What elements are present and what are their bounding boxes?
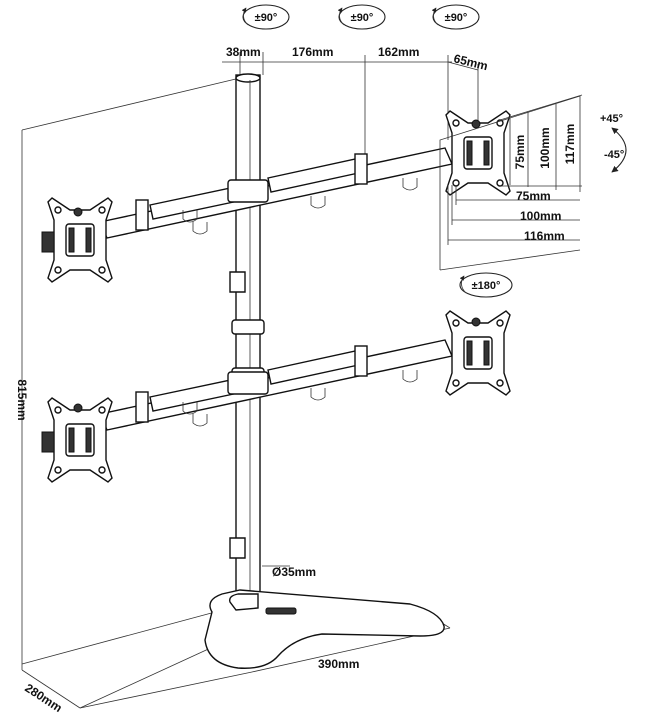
screw-upper-left <box>73 207 83 217</box>
dim-vesa-100-vertical: 100mm <box>538 127 552 168</box>
screw-upper-right <box>471 119 481 129</box>
rotation-label-left: ±90° <box>241 4 290 30</box>
dim-vesa-75-vertical: 75mm <box>513 135 527 170</box>
pole <box>229 73 265 611</box>
rotation-middle-text: ±90° <box>351 12 374 24</box>
dim-vesa-100-horizontal: 100mm <box>520 209 561 223</box>
dim-vesa-116-horizontal: 116mm <box>524 229 565 243</box>
dim-height: 815mm <box>15 379 29 420</box>
tilt-knob-lower-left <box>41 431 55 453</box>
rotation-label-right: ±90° <box>431 4 480 30</box>
rotation-right-text: ±90° <box>445 12 468 24</box>
dim-vesa-117-vertical: 117mm <box>563 124 577 165</box>
rotation-label-swivel: ±180° <box>459 272 513 298</box>
vesa-dimension-box <box>439 94 583 271</box>
dim-base-depth: 280mm <box>22 681 64 715</box>
dim-arm1: 176mm <box>292 45 333 59</box>
rotation-left-text: ±90° <box>255 12 278 24</box>
rotation-swivel-text: ±180° <box>472 280 501 292</box>
rotation-label-middle: ±90° <box>337 4 386 30</box>
tilt-indicator <box>611 127 627 173</box>
tilt-up-text: +45° <box>600 113 623 125</box>
dim-pole-width: 38mm <box>226 45 261 59</box>
tilt-knob-upper-left <box>41 231 55 253</box>
screw-lower-right <box>471 317 481 327</box>
dim-arm2: 162mm <box>378 45 419 59</box>
dim-offset: 65mm <box>452 51 489 73</box>
upper-arm-assembly <box>99 147 453 239</box>
stand-base <box>204 589 445 669</box>
screw-lower-left <box>73 403 83 413</box>
dim-base-width: 390mm <box>318 657 359 671</box>
dim-pole-diameter: Ø35mm <box>272 565 316 579</box>
tilt-down-text: -45° <box>604 149 624 161</box>
dim-vesa-75-horizontal: 75mm <box>516 189 551 203</box>
lower-arm-assembly <box>99 339 453 431</box>
